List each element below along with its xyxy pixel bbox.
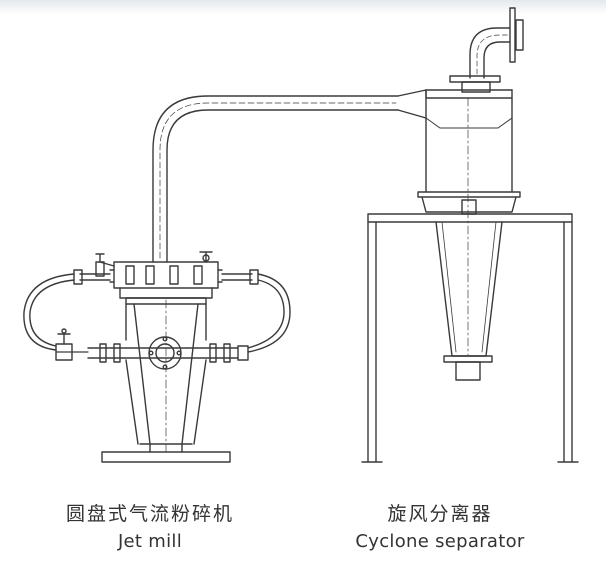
cyclone-separator <box>361 7 579 463</box>
cyclone-caption: 旋风分离器 Cyclone separator <box>330 502 550 554</box>
jet-mill-caption-en: Jet mill <box>117 531 183 552</box>
left-gas-loop <box>23 273 75 351</box>
mill-disc <box>148 336 182 370</box>
discharge-outlet <box>455 361 481 381</box>
top-flange <box>449 75 501 83</box>
support-beam <box>367 213 573 223</box>
right-gas-loop <box>247 273 291 353</box>
body-flange <box>417 191 521 198</box>
cyclone-caption-en: Cyclone separator <box>355 531 525 552</box>
top-band <box>0 0 606 14</box>
transfer-pipe <box>152 89 427 263</box>
jet-mill-caption: 圆盘式气流粉碎机 Jet mill <box>20 502 280 554</box>
cyclone-caption-zh: 旋风分离器 <box>387 503 493 525</box>
cone-flange <box>443 355 493 363</box>
mill-base-plate <box>101 451 231 463</box>
mill-top-manifold <box>113 261 219 289</box>
jet-mill-caption-zh: 圆盘式气流粉碎机 <box>65 503 234 525</box>
jet-mill <box>23 251 291 463</box>
outlet-flange <box>509 7 516 63</box>
